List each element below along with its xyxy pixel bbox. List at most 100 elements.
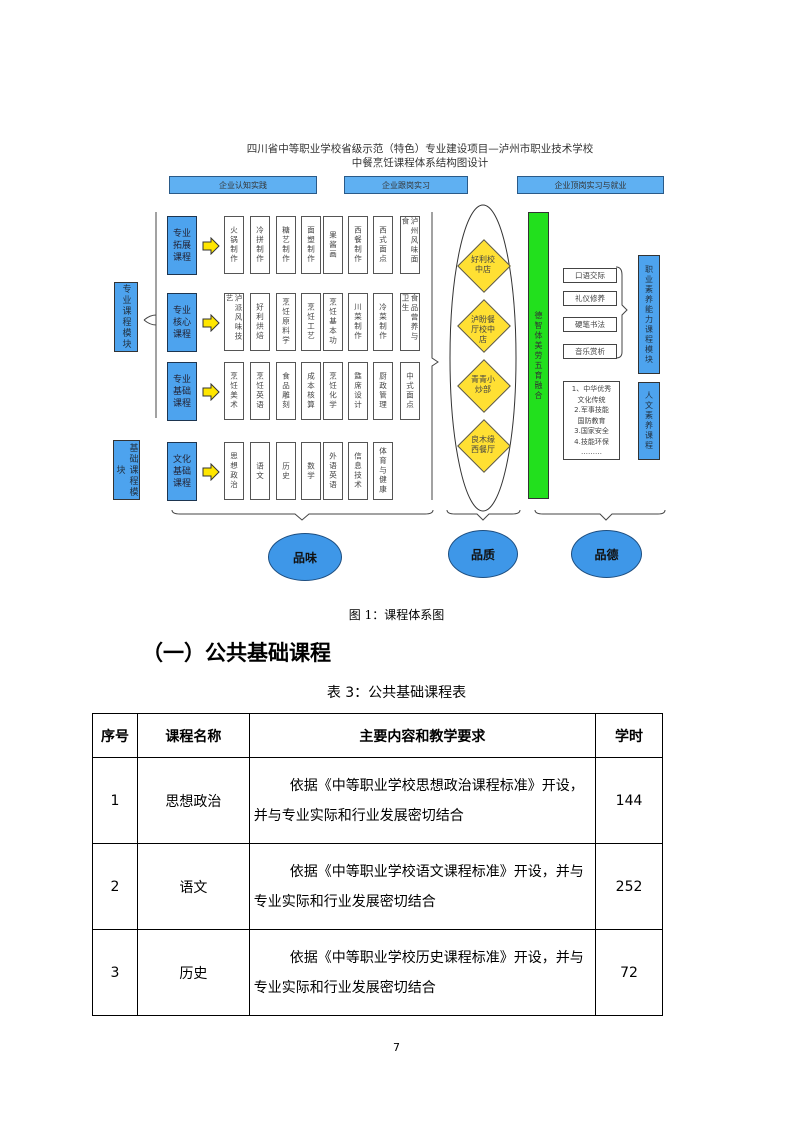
table-row: 1 思想政治 依据《中等职业学校思想政治课程标准》开设，并与专业实际和行业发展密… [92,757,663,844]
left-brace [143,212,157,418]
section-heading: （一）公共基础课程 [142,641,331,665]
arrow-right-icon [202,462,220,485]
course-box: 思想政治 [224,442,244,500]
five-education-bar: 德智体美劳五育融合 [528,212,549,499]
humanities-list: 1、中华优秀文化传统 2.军事技能国防教育 3.国家安全 4.技能环保 ……… [563,381,620,460]
course-box: 筵席设计 [348,362,368,420]
header-no: 序号 [92,713,138,758]
humanities-item: 2.军事技能 [574,406,609,414]
diagram-title-line1: 四川省中等职业学校省级示范（特色）专业建设项目—泸州市职业技术学校 [246,143,594,155]
literacy-course: 礼仪修养 [563,291,617,306]
course-box: 糖艺制作 [276,216,296,274]
header-name: 课程名称 [136,713,250,758]
humanities-item: ……… [581,448,602,456]
table-caption: 表 3：公共基础课程表 [326,685,467,701]
cell-no: 2 [92,843,138,930]
cell-no: 3 [92,929,138,1016]
table-row: 3 历史 依据《中等职业学校历史课程标准》开设，并与专业实际和行业发展密切结合 … [92,929,663,1016]
literacy-brace [615,266,628,359]
humanities-item: 3.国家安全 [574,427,609,435]
practice-site-label: 良木缘西餐厅 [471,435,495,454]
course-box: 泸州风味面食 [400,216,420,274]
course-box: 烹饪原料学 [276,293,296,351]
arrow-right-icon [202,313,220,336]
cell-no: 1 [92,757,138,844]
module-professional: 专业课程模块 [114,282,138,352]
course-box: 火锅制作 [224,216,244,274]
practice-site-label: 好利校中店 [471,255,495,274]
cell-hours: 144 [595,757,663,844]
diagram-lines [143,204,666,521]
table-header-row: 序号 课程名称 主要内容和教学要求 学时 [92,713,663,758]
arrow-right-icon [202,236,220,259]
right-brace [431,212,439,500]
cell-content: 依据《中等职业学校历史课程标准》开设，并与专业实际和行业发展密切结合 [248,929,597,1016]
category-box: 专业基础课程 [167,362,197,421]
literacy-module: 职业素养能力课程模块 [638,255,660,374]
course-box: 烹饪英语 [250,362,270,420]
practice-ellipse [449,204,517,512]
humanities-item: 1、中华优秀 [571,385,612,393]
course-box: 信息技术 [348,442,368,500]
public-course-table: 序号 课程名称 主要内容和教学要求 学时 1 思想政治 依据《中等职业学校思想政… [92,713,663,1016]
figure-caption: 图 1：课程体系图 [348,608,445,622]
course-box: 烹饪工艺 [301,293,321,351]
course-box: 烹饪基本功 [323,293,343,351]
course-box: 西式面点 [373,216,393,274]
course-box: 烹饪美术 [224,362,244,420]
course-box: 厨政管理 [373,362,393,420]
literacy-course: 音乐赏析 [563,344,617,359]
literacy-course: 口语交际 [563,268,617,283]
course-box: 历史 [276,442,296,500]
course-box: 好利烘焙 [250,293,270,351]
bottom-brace-2 [446,509,521,521]
table-row: 2 语文 依据《中等职业学校语文课程标准》开设，并与专业实际和行业发展密切结合 … [92,843,663,930]
course-box: 面塑制作 [301,216,321,274]
header-content: 主要内容和教学要求 [248,713,597,758]
cell-hours: 72 [595,929,663,1016]
course-box: 中式面点 [400,362,420,420]
page-number: 7 [393,1041,400,1054]
course-box: 外语英语 [323,442,343,500]
top-bar-internship: 企业顶岗实习与就业 [517,176,664,194]
humanities-item: 国防教育 [577,416,606,425]
course-box: 数学 [301,442,321,500]
literacy-course: 硬笔书法 [563,317,617,332]
practice-site-label: 青青小炒部 [471,375,495,394]
header-hours: 学时 [595,713,663,758]
cell-name: 语文 [136,843,250,930]
course-box: 食品营养与卫生 [400,293,420,351]
diagram-title-line2: 中餐烹饪课程体系结构图设计 [351,157,489,169]
quality-morality: 品德 [571,530,642,578]
cell-content: 依据《中等职业学校思想政治课程标准》开设，并与专业实际和行业发展密切结合 [248,757,597,844]
quality-taste: 品味 [268,533,342,581]
top-bar-follow: 企业跟岗实习 [344,176,468,194]
category-box: 文化基础课程 [167,442,197,501]
course-box: 泸派风味技艺 [224,293,244,351]
bottom-brace-1 [171,509,434,521]
course-box: 成本核算 [301,362,321,420]
humanities-module: 人文素养课程 [638,382,660,460]
course-box: 冷拼制作 [250,216,270,274]
arrow-right-icon [202,382,220,405]
course-box: 体育与健康 [373,442,393,500]
cell-content: 依据《中等职业学校语文课程标准》开设，并与专业实际和行业发展密切结合 [248,843,597,930]
cell-hours: 252 [595,843,663,930]
course-box: 烹饪化学 [323,362,343,420]
quality-quality: 品质 [448,530,518,578]
course-box: 川菜制作 [348,293,368,351]
module-basic: 基础课程模块 [113,440,140,500]
practice-site-label: 泸盼餐厅校中店 [471,315,495,344]
top-bar-cognition: 企业认知实践 [169,176,317,194]
course-box: 语文 [250,442,270,500]
course-box: 食品雕刻 [276,362,296,420]
course-box: 冷菜制作 [373,293,393,351]
course-box: 西餐制作 [348,216,368,274]
cell-name: 思想政治 [136,757,250,844]
course-box: 果酱画 [323,216,343,274]
humanities-item: 4.技能环保 [574,437,609,446]
bottom-brace-3 [534,509,666,521]
category-box: 专业拓展课程 [167,216,197,275]
humanities-item: 文化传统 [577,395,606,404]
